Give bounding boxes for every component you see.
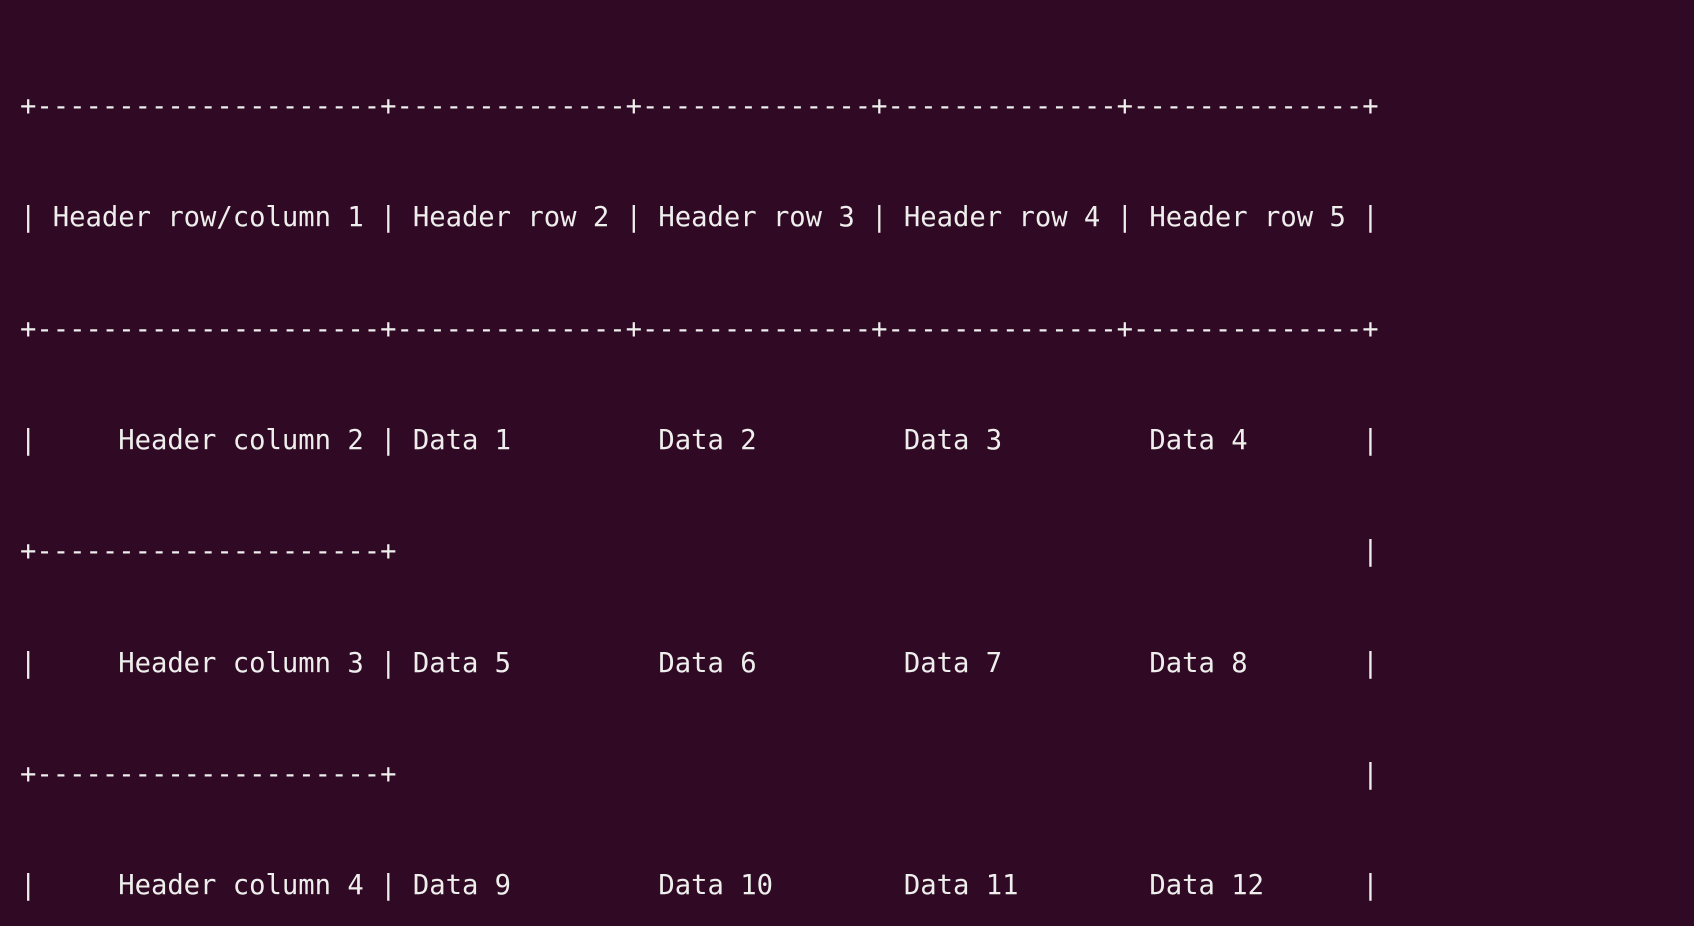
ascii-grid-table: +---------------------+--------------+--… bbox=[0, 14, 1694, 926]
table-row: | Header column 2 | Data 1 Data 2 Data 3… bbox=[20, 425, 1379, 457]
table-top-border: +---------------------+--------------+--… bbox=[20, 91, 1379, 123]
table-row-separator: +---------------------+ | bbox=[20, 536, 1379, 568]
table-header-row: | Header row/column 1 | Header row 2 | H… bbox=[20, 202, 1379, 234]
table-row: | Header column 4 | Data 9 Data 10 Data … bbox=[20, 870, 1379, 902]
terminal-window: +---------------------+--------------+--… bbox=[20, 91, 1379, 902]
table-row: | Header column 3 | Data 5 Data 6 Data 7… bbox=[20, 647, 1379, 679]
table-header-separator: +---------------------+--------------+--… bbox=[20, 313, 1379, 345]
table-row-separator: +---------------------+ | bbox=[20, 758, 1379, 790]
